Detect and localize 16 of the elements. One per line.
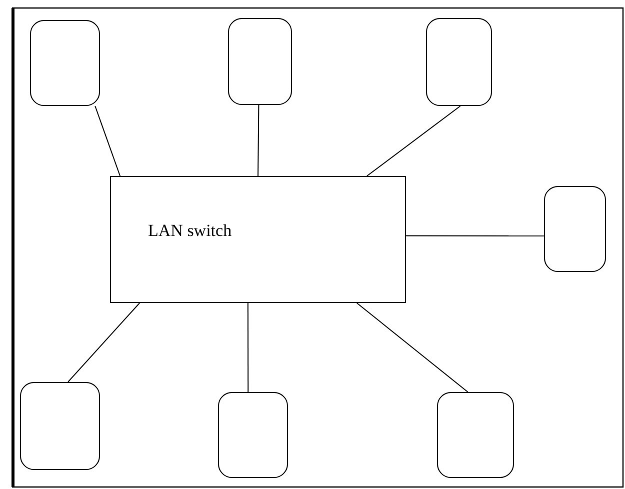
connector-line [94,106,121,176]
device-box [228,18,292,105]
device-box [30,20,100,106]
node-label: LAN switch [148,221,232,241]
device-box [20,382,100,470]
device-box [218,392,288,478]
connector-line [68,302,140,382]
connector-line [356,302,468,392]
connector-line [258,104,260,176]
device-box [426,18,492,106]
connector-line [247,302,249,392]
connector-line [406,235,544,236]
connector-line [366,106,461,176]
switch-box [110,176,406,303]
device-box [544,186,606,272]
device-box [437,392,514,478]
